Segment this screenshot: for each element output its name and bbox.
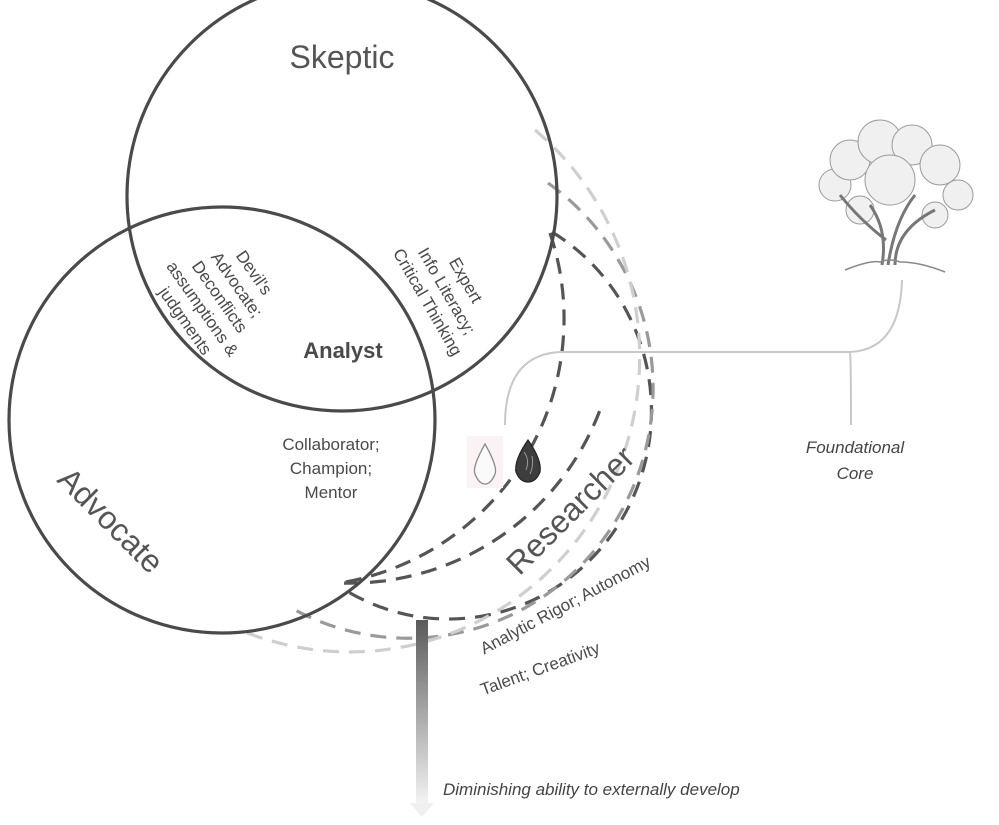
overlap-advocate-researcher-line: Champion; (290, 459, 372, 478)
diminishing-arrow-shaft (416, 620, 428, 803)
analyst-label: Analyst (303, 338, 383, 363)
foundation-label-line: Foundational (806, 438, 906, 457)
skeptic-label: Skeptic (290, 39, 395, 75)
ring-mid-arc (294, 181, 655, 640)
diminishing-arrow-head (410, 803, 434, 817)
overlap-skeptic-researcher: Expert Info Literacy; Critical Thinking (389, 244, 486, 359)
dark-seed-icon (515, 438, 541, 483)
advocate-circle (7, 205, 437, 635)
overlap-advocate-researcher-line: Collaborator; (282, 435, 379, 454)
skeptic-circle (125, 0, 559, 413)
overlap-skeptic-advocate: Devil's Advocate; Deconflicts assumption… (154, 247, 276, 361)
tree-icon (810, 119, 975, 280)
overlap-advocate-researcher-line: Mentor (305, 483, 358, 502)
advocate-label: Advocate (51, 460, 171, 580)
foundation-label-line: Core (837, 464, 874, 483)
arrow-caption: Diminishing ability to externally develo… (443, 780, 740, 799)
ring-light-arc (239, 128, 642, 654)
foundation-bracket (504, 279, 903, 426)
seed-icon (467, 436, 503, 488)
ring-dark-arc (344, 230, 654, 621)
